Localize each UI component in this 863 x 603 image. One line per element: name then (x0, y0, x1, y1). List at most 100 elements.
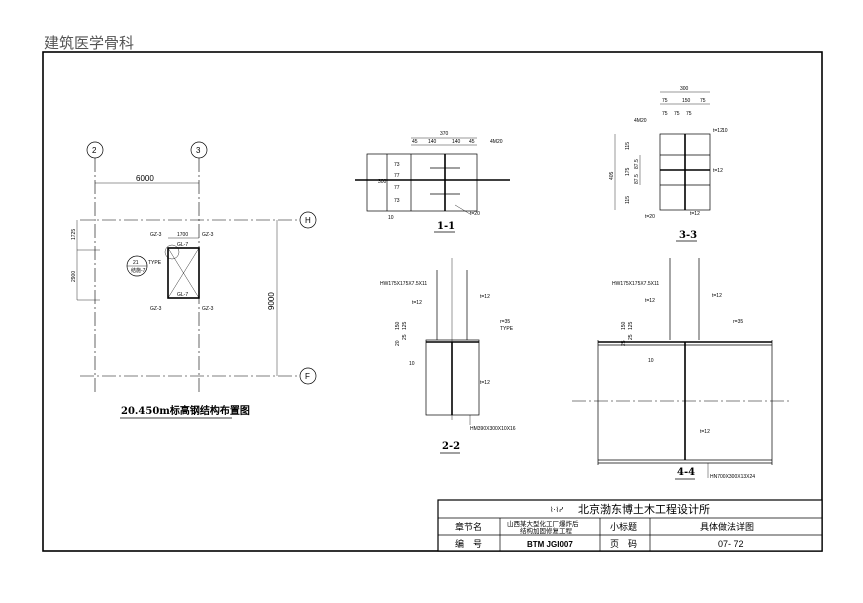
plate-label: t=12 (713, 168, 723, 174)
section-title-2-2: 2-2 (442, 441, 460, 452)
dim: 370 (440, 131, 449, 137)
section-title-3-3: 3-3 (679, 230, 697, 241)
radius-label: r=35 (500, 319, 510, 325)
dim: 75 (662, 98, 668, 104)
dim: 77 (394, 173, 400, 179)
dim: 25 (621, 340, 627, 346)
title-block: ⌇·⌇ᓯ 北京渤东博土木工程设计所 章节名 山西某大型化工厂爆炸后 结构加固修复… (437, 499, 823, 552)
dim: 115 (625, 196, 631, 204)
dim: 150 (395, 321, 401, 330)
dim: 75 (674, 111, 680, 117)
dim: 20 (395, 340, 401, 346)
chapter-value-1: 山西某大型化工厂爆炸后 (507, 519, 579, 528)
detail-1-1: 370 45 140 140 45 4M20 73 77 77 73 300 t… (355, 131, 510, 233)
dim: 300 (378, 179, 387, 185)
header-text: 建筑医学骨科 (44, 34, 135, 52)
beam-label: HN700X300X13X24 (710, 474, 755, 480)
label-gl: GL-7 (177, 242, 188, 248)
chapter-value-2: 结构加固修复工程 (520, 526, 573, 535)
detail-4-4: HW175X175X7.5X11 t=12 t=12 t=12 150 125 … (572, 258, 790, 480)
dim: 45 (412, 139, 418, 145)
plate-label: t=12 (480, 294, 490, 300)
plate-label: t=12 (690, 211, 700, 217)
plate-label: t=12 (700, 429, 710, 435)
beam-label: HM390X300X10X16 (470, 426, 516, 432)
dim: 25 (402, 334, 408, 340)
subtitle-value: 具体做法详图 (700, 521, 754, 532)
detail-2-2: HW175X175X7.5X11 t=12 t=12 t=12 150 125 … (380, 258, 516, 454)
plate-label: t=20 (470, 211, 480, 217)
axis-bubble-f (299, 367, 317, 385)
label-gz: GZ-3 (150, 306, 162, 312)
axis-label-2: 2 (92, 146, 97, 155)
dim: 175 (625, 167, 631, 176)
dim: 45 (469, 139, 475, 145)
label-gz: GZ-3 (150, 232, 162, 238)
steel-frame (167, 247, 200, 299)
dim: 115 (625, 142, 631, 150)
dim-87-5-lower: 87.5 (634, 174, 640, 184)
plan-title: 20.450m标高钢结构布置图 (121, 404, 250, 417)
dim: 25 (628, 334, 634, 340)
section-title-1-1: 1-1 (437, 221, 455, 232)
dim: 405 (609, 171, 615, 180)
subtitle-label: 小标题 (610, 521, 637, 532)
dim: 73 (394, 162, 400, 168)
bolt-label: 4M20 (490, 139, 503, 145)
plate-label: t=12 (412, 300, 422, 306)
dim-9000: 9000 (267, 292, 276, 310)
dim: 125 (402, 321, 408, 330)
radius-label: r=35 (733, 319, 743, 325)
weld-label: 10 (648, 358, 654, 364)
label-gz: GZ-3 (202, 306, 214, 312)
axis-label-f: F (305, 372, 310, 381)
dim: 140 (428, 139, 437, 145)
dim: 73 (394, 198, 400, 204)
axis-label-3: 3 (196, 146, 201, 155)
firm-logo: ⌇·⌇ᓯ (550, 506, 563, 514)
axis-bubble-h (299, 211, 317, 229)
dim-1700: 1700 (177, 232, 188, 238)
plate-label: t=12 (713, 128, 723, 134)
firm-name: 北京渤东博土木工程设计所 (578, 502, 710, 516)
plan-view: 2 3 H F 6000 9000 1725 2900 1700 GZ-3 GZ… (71, 141, 317, 419)
callout-ref: 结施-7 (131, 267, 146, 274)
axis-bubble-2 (86, 141, 104, 159)
detail-3-3: 300 75 150 75 75 75 75 4M20 405 115 175 … (609, 86, 728, 242)
dim: 150 (682, 98, 691, 104)
page-value: 07- 72 (718, 539, 744, 549)
number-label: 编 号 (455, 538, 482, 549)
callout-type: TYPE (148, 260, 162, 266)
plate-label: t=12 (712, 293, 722, 299)
column-label: HW175X175X7.5X11 (380, 281, 427, 287)
page-label: 页 码 (610, 539, 637, 549)
dim: 125 (628, 321, 634, 330)
dim: 75 (700, 98, 706, 104)
weld-label: 10 (409, 361, 415, 367)
dim-6000: 6000 (136, 174, 154, 183)
dim-1725: 1725 (71, 229, 77, 240)
sheet-border (42, 51, 823, 552)
type-label: TYPE (500, 326, 514, 332)
weld-label: 10 (722, 128, 728, 134)
plate-label: t=12 (480, 380, 490, 386)
label-gl: GL-7 (177, 292, 188, 298)
column-label: HW175X175X7.5X11 (612, 281, 659, 287)
plate-label: t=12 (645, 298, 655, 304)
chapter-label: 章节名 (455, 521, 482, 532)
section-title-4-4: 4-4 (677, 467, 695, 478)
dim-2900: 2900 (71, 271, 77, 282)
bolt-label: 4M20 (634, 118, 647, 124)
dim: 75 (686, 111, 692, 117)
dim: 77 (394, 185, 400, 191)
dim: 140 (452, 139, 461, 145)
plate-label: t=20 (645, 214, 655, 220)
axis-label-h: H (305, 216, 311, 225)
weld-label: 10 (388, 215, 394, 221)
number-value: BTM JGI007 (527, 540, 573, 549)
dim-87-5-upper: 87.5 (634, 159, 640, 169)
dim: 75 (662, 111, 668, 117)
dim: 150 (621, 321, 627, 330)
callout-number: 21 (133, 260, 139, 266)
